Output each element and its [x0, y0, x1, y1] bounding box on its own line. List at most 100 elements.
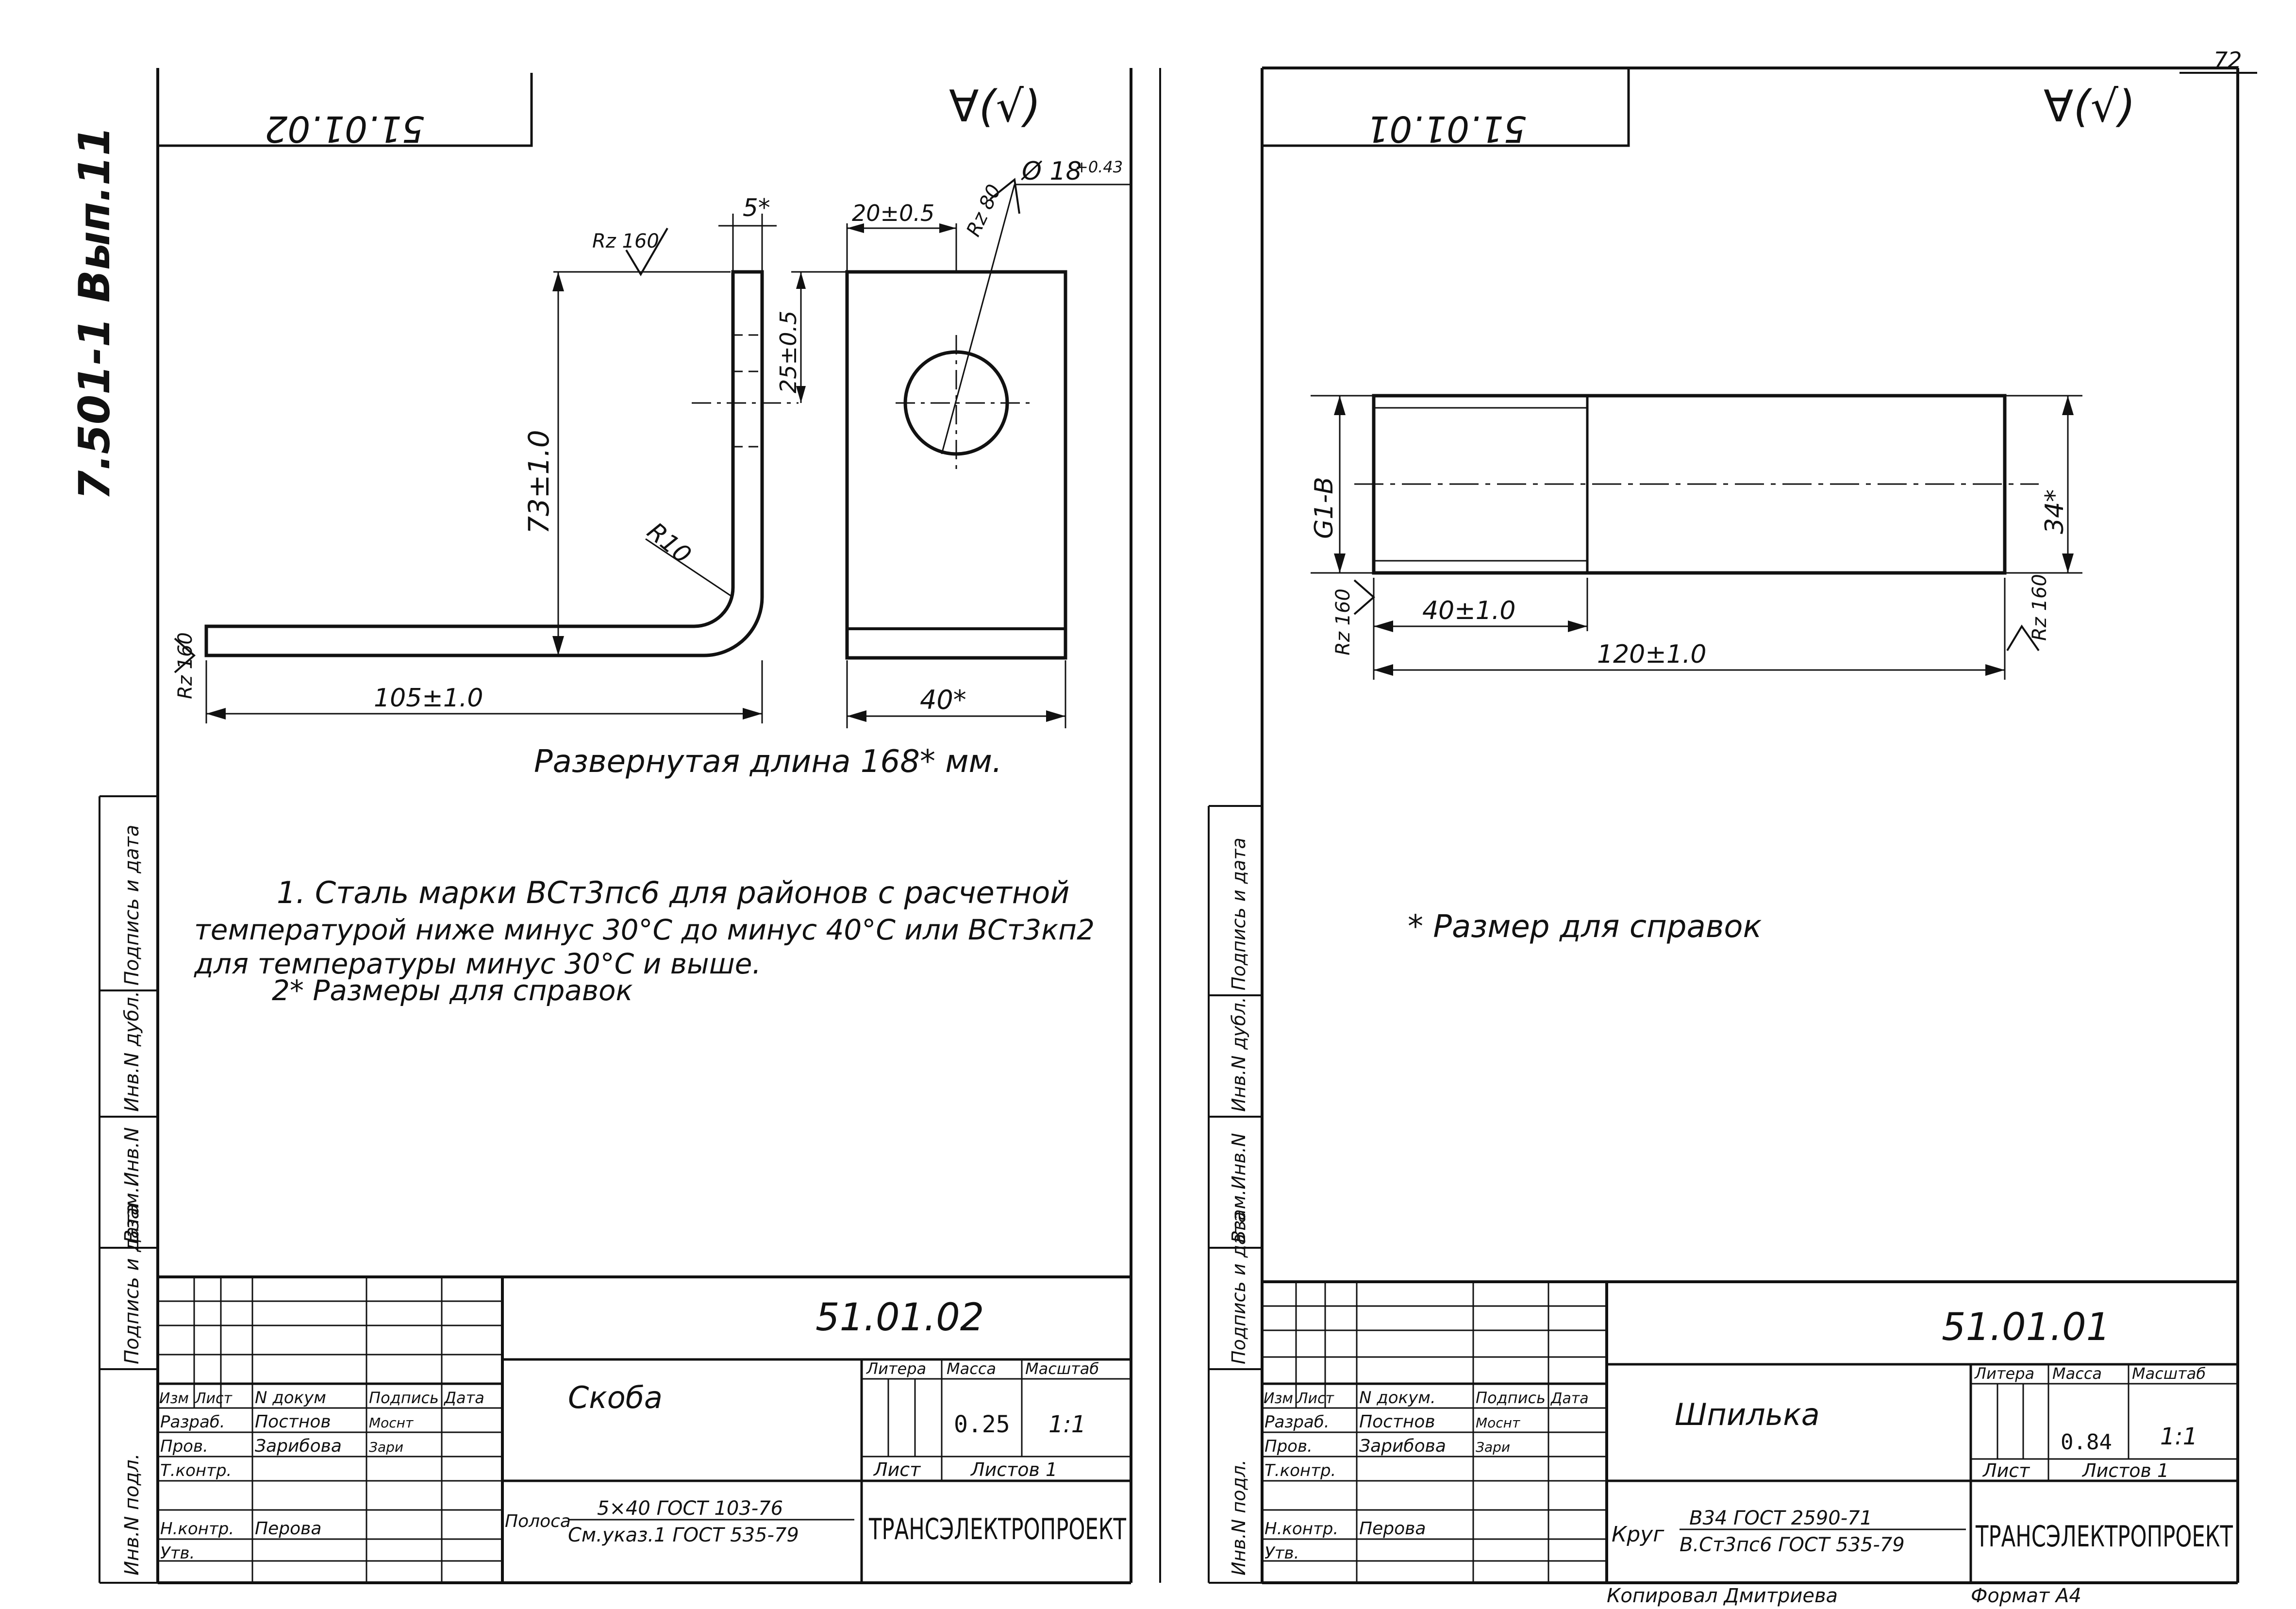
sign-cell: Зари	[369, 1439, 403, 1455]
footer-format: Формат А4	[1971, 1585, 2081, 1607]
title-name: Скоба	[568, 1380, 663, 1415]
sheet-label: Лист	[873, 1459, 921, 1480]
sheets-label: Листов 1	[970, 1459, 1057, 1480]
head-cell: Подпись	[1476, 1389, 1546, 1407]
role-cell: Разраб.	[1264, 1412, 1330, 1432]
note-line: 2* Размеры для справок	[272, 974, 633, 1007]
material-top: В34 ГОСТ 2590-71	[1689, 1507, 1872, 1529]
stud-view	[1354, 394, 2039, 575]
note-line: 1. Сталь марки ВСт3пс6 для районов с рас…	[277, 875, 1070, 910]
dim-105: 105±1.0	[374, 684, 483, 713]
dim-40-stud: 40±1.0	[1422, 596, 1515, 625]
right-mirror-code: 51.01.01	[1366, 108, 1527, 150]
role-cell: Утв.	[160, 1543, 195, 1563]
right-title-block: 51.01.01 Шпилька Изм Лист N докум. Подпи…	[1262, 1280, 2238, 1583]
title-code: 51.01.01	[1942, 1306, 2110, 1349]
role-cell: Пров.	[160, 1437, 208, 1456]
rz160-left: Rz 160	[174, 632, 197, 699]
role-cell: Утв.	[1264, 1543, 1299, 1563]
dim-width-5: 5*	[743, 194, 770, 222]
scale-value: 1:1	[2160, 1423, 2197, 1450]
dim-120: 120±1.0	[1597, 640, 1707, 669]
side-label: 7.501-1 Вып.11	[69, 126, 119, 500]
note-line: температурой ниже минус 30°С до минус 40…	[194, 913, 1095, 946]
left-mirror-code: 51.01.02	[265, 108, 425, 150]
left-sheet: 51.01.02 ∀(√) Подпись и дата Инв.N дубл.…	[99, 68, 1132, 1584]
head-cell: N докум.	[1359, 1388, 1436, 1408]
head-cell: Лист	[1297, 1390, 1335, 1407]
person-cell: Постнов	[255, 1412, 331, 1432]
head-cell: Лист	[195, 1390, 233, 1407]
sign-cell: Моснт	[369, 1415, 414, 1431]
note-line: для температуры минус 30°С и выше.	[194, 947, 761, 980]
right-stamp-column: Подпись и дата Инв.N дубл. Взам.Инв.N По…	[1208, 805, 1262, 1584]
scale-value: 1:1	[1048, 1411, 1086, 1438]
col-scale: Масштаб	[1025, 1359, 1099, 1378]
stamp-label: Взам.Инв.N	[121, 1127, 143, 1243]
person-cell: Зарибова	[1359, 1436, 1446, 1456]
material-prefix: Круг	[1612, 1522, 1664, 1547]
dim-diameter: 34*	[2040, 489, 2069, 534]
rz160-top: Rz 160	[592, 230, 659, 252]
sign-cell: Моснт	[1476, 1415, 1520, 1431]
left-roughness-symbol: ∀(√)	[949, 81, 1041, 132]
stamp-label: Подпись и дата	[121, 825, 143, 986]
col-mass: Масса	[2052, 1364, 2102, 1383]
dim-hole-tol: +0.43	[1075, 158, 1123, 176]
bracket-side-view	[204, 270, 799, 657]
person-cell: Перова	[1359, 1519, 1426, 1539]
dim-20: 20±0.5	[852, 200, 934, 226]
sheets-label: Листов 1	[2081, 1460, 2169, 1481]
sign-cell: Зари	[1476, 1439, 1510, 1455]
dim-radius: R10	[642, 517, 697, 570]
unfolded-length: Развернутая длина 168* мм.	[534, 744, 1002, 780]
role-cell: Н.контр.	[160, 1519, 234, 1539]
head-cell: Изм	[159, 1390, 189, 1407]
stamp-label: Инв.N дубл.	[1228, 997, 1249, 1112]
col-litera: Литера	[1974, 1364, 2034, 1383]
material-top: 5×40 ГОСТ 103-76	[597, 1497, 783, 1520]
role-cell: Т.контр.	[160, 1461, 232, 1480]
stamp-label: Инв.N подл.	[1228, 1459, 1249, 1575]
stamp-label: Подпись и дата	[1228, 1211, 1249, 1364]
dim-40-left: 40*	[920, 685, 966, 715]
left-title-block: 51.01.02 Скоба Изм Лист N докум Подпись …	[158, 1275, 1131, 1583]
rz160-stud-right: Rz 160	[2029, 574, 2051, 641]
head-cell: Изм	[1264, 1390, 1293, 1407]
rz80: Rz 80	[962, 181, 1005, 240]
title-name: Шпилька	[1675, 1397, 1820, 1432]
material-bottom: В.Ст3пс6 ГОСТ 535-79	[1680, 1534, 1905, 1556]
role-cell: Т.контр.	[1264, 1461, 1336, 1480]
head-cell: Дата	[443, 1389, 484, 1407]
dim-hole: Ø 18	[1021, 157, 1082, 186]
role-cell: Н.контр.	[1264, 1519, 1338, 1539]
material-bottom: См.указ.1 ГОСТ 535-79	[568, 1524, 799, 1546]
sheet-label: Лист	[1982, 1460, 2030, 1481]
stamp-label: Инв.N дубл.	[121, 991, 143, 1112]
left-notes: 1. Сталь марки ВСт3пс6 для районов с рас…	[194, 875, 1095, 1007]
material-prefix: Полоса	[505, 1511, 571, 1531]
footer-copied-by: Копировал Дмитриева	[1607, 1585, 1838, 1607]
head-cell: Дата	[1550, 1390, 1589, 1407]
dim-25: 25±0.5	[775, 311, 801, 393]
mass-value: 0.25	[954, 1411, 1010, 1438]
head-cell: Подпись	[369, 1389, 439, 1407]
stamp-label: Подпись и дата	[121, 1204, 143, 1364]
role-cell: Пров.	[1264, 1437, 1313, 1456]
dim-73: 73±1.0	[522, 430, 555, 534]
stamp-label: Подпись и дата	[1228, 838, 1249, 990]
org-name: ТРАНСЭЛЕКТРОПРОЕКТ	[1975, 1520, 2233, 1554]
col-litera: Литера	[866, 1359, 926, 1378]
person-cell: Зарибова	[255, 1436, 342, 1456]
title-code: 51.01.02	[815, 1296, 984, 1340]
rz160-stud-left: Rz 160	[1332, 588, 1354, 655]
left-stamp-column: Подпись и дата Инв.N дубл. Взам.Инв.N По…	[99, 795, 158, 1584]
right-note: * Размер для справок	[1408, 909, 1762, 945]
person-cell: Постнов	[1359, 1412, 1435, 1432]
org-name: ТРАНСЭЛЕКТРОПРОЕКТ	[868, 1512, 1126, 1546]
col-mass: Масса	[947, 1359, 996, 1378]
col-scale: Масштаб	[2132, 1364, 2206, 1383]
right-sheet: 51.01.01 ∀(√) Подпись и дата Инв.N дубл.…	[1208, 67, 2239, 1607]
plate-front-view	[845, 270, 1067, 660]
